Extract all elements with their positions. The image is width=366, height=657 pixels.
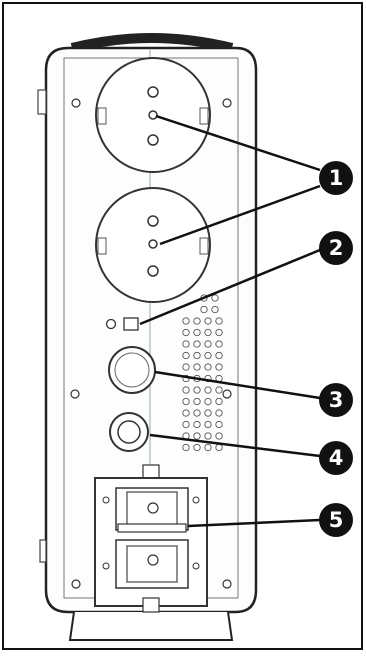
screw-icon <box>222 98 232 108</box>
screw-icon <box>70 389 80 399</box>
vent-hole <box>193 432 201 440</box>
vent-hole <box>215 432 223 440</box>
vent-hole <box>182 317 190 325</box>
vent-hole <box>193 363 201 371</box>
callout-4: 4 <box>319 441 353 475</box>
vent-hole <box>182 443 190 452</box>
leader-line-4 <box>149 433 321 458</box>
vent-hole <box>215 328 223 337</box>
vent-hole <box>215 443 223 452</box>
screw-icon <box>71 98 81 108</box>
vent-hole <box>182 386 190 394</box>
vent-hole <box>193 409 201 417</box>
leader-line-5 <box>187 518 321 528</box>
screw-icon <box>71 579 81 589</box>
callout-4-number: 4 <box>329 446 344 470</box>
vent-hole <box>182 397 190 406</box>
vent-hole <box>204 363 212 371</box>
side-latch <box>39 539 47 563</box>
vent-hole <box>193 420 201 429</box>
vent-hole <box>204 351 212 360</box>
vent-hole <box>204 397 212 406</box>
vent-hole <box>193 317 201 325</box>
vent-hole <box>215 317 223 325</box>
callout-2: 2 <box>319 231 353 265</box>
vent-hole <box>215 363 223 371</box>
callout-2-number: 2 <box>329 236 344 260</box>
vent-grille <box>182 294 223 452</box>
vent-hole <box>204 443 212 452</box>
top-cap <box>70 33 234 53</box>
vent-hole <box>182 420 190 429</box>
vent-hole <box>193 397 201 406</box>
vent-hole <box>215 420 223 429</box>
vent-hole <box>215 340 223 348</box>
base-foot <box>68 611 234 641</box>
callout-1: 1 <box>319 161 353 195</box>
device-housing <box>44 46 258 614</box>
vent-hole <box>182 409 190 417</box>
vent-hole <box>215 351 223 360</box>
vent-hole <box>182 363 190 371</box>
leader-line-1a <box>155 114 321 172</box>
screw-icon <box>222 579 232 589</box>
vent-hole <box>211 305 219 314</box>
leader-line-1b <box>159 184 321 246</box>
figure-border <box>2 2 363 650</box>
vent-hole <box>204 432 212 440</box>
vent-hole <box>200 305 208 314</box>
vent-hole <box>215 397 223 406</box>
callout-3-number: 3 <box>329 388 344 412</box>
vent-hole <box>204 409 212 417</box>
vent-hole <box>204 340 212 348</box>
leader-line-3 <box>154 370 321 400</box>
led-icon <box>105 317 139 331</box>
screw-icon <box>222 389 232 399</box>
switch-icon <box>94 464 208 613</box>
vent-hole <box>193 386 201 394</box>
vent-hole <box>193 328 201 337</box>
vent-hole <box>204 386 212 394</box>
vent-hole <box>204 420 212 429</box>
vent-hole <box>193 351 201 360</box>
vent-hole <box>182 328 190 337</box>
vent-hole <box>215 386 223 394</box>
vent-hole <box>193 443 201 452</box>
vent-hole <box>215 409 223 417</box>
round-connector <box>109 412 149 452</box>
lower-socket <box>95 187 211 303</box>
vent-hole <box>211 294 219 302</box>
leader-line-2 <box>139 248 321 326</box>
upper-socket <box>95 57 211 173</box>
port-icon <box>108 346 156 394</box>
side-latch <box>37 89 47 115</box>
callout-1-number: 1 <box>329 166 344 190</box>
callout-5: 5 <box>319 503 353 537</box>
vent-hole <box>204 328 212 337</box>
vent-hole <box>204 317 212 325</box>
callout-3: 3 <box>319 383 353 417</box>
callout-5-number: 5 <box>329 508 344 532</box>
vent-hole <box>193 340 201 348</box>
vent-hole <box>182 351 190 360</box>
vent-hole <box>182 340 190 348</box>
